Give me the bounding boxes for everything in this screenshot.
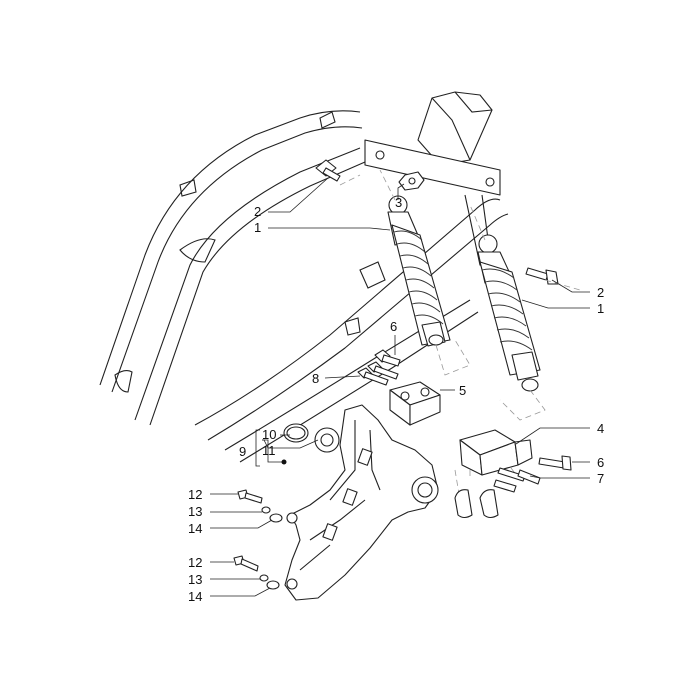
callout-10: 10 bbox=[262, 427, 276, 442]
callout-14-upper: 14 bbox=[188, 521, 202, 536]
callout-5: 5 bbox=[459, 383, 466, 398]
callout-12-lower: 12 bbox=[188, 555, 202, 570]
part-3-nut bbox=[398, 171, 425, 191]
callout-3: 3 bbox=[395, 195, 402, 210]
part-6-bolt-lower bbox=[538, 455, 572, 471]
part-1-shock-absorber-right bbox=[477, 234, 541, 392]
part-12-13-14-upper bbox=[237, 489, 283, 523]
part-12-13-14-lower bbox=[233, 555, 280, 590]
top-mounting-bracket bbox=[364, 91, 501, 196]
part-4-rubber-mount bbox=[459, 429, 533, 476]
callout-1-left: 1 bbox=[254, 220, 261, 235]
callout-6-lower: 6 bbox=[597, 455, 604, 470]
callout-8: 8 bbox=[312, 371, 319, 386]
callout-13-lower: 13 bbox=[188, 572, 202, 587]
callout-7: 7 bbox=[597, 471, 604, 486]
callout-12-upper: 12 bbox=[188, 487, 202, 502]
frame-left-loop bbox=[99, 110, 366, 426]
callout-2-right: 2 bbox=[597, 285, 604, 300]
part-8-bolts bbox=[357, 361, 399, 386]
part-9-swing-arm bbox=[284, 404, 439, 601]
reference-dot bbox=[281, 459, 287, 465]
callout-2-upper-left: 2 bbox=[254, 204, 261, 219]
part-10-circlip bbox=[283, 423, 309, 443]
callout-9: 9 bbox=[239, 444, 246, 459]
part-5-mount-bracket bbox=[389, 381, 441, 426]
callout-14-lower: 14 bbox=[188, 589, 202, 604]
callout-11: 11 bbox=[262, 443, 276, 458]
part-1-shock-absorber-left bbox=[387, 195, 451, 347]
part-2-bolt-left bbox=[315, 159, 341, 182]
group-9-bracket bbox=[255, 429, 260, 467]
callout-6-upper: 6 bbox=[390, 319, 397, 334]
callout-4: 4 bbox=[597, 421, 604, 436]
callout-1-right: 1 bbox=[597, 301, 604, 316]
part-6-bolt-upper bbox=[374, 349, 401, 367]
part-7-bolts bbox=[493, 467, 541, 493]
lower-bushings bbox=[454, 489, 499, 519]
leader-lines bbox=[210, 177, 590, 597]
callout-13-upper: 13 bbox=[188, 504, 202, 519]
callout-labels: 2 1 3 2 1 6 8 5 10 9 11 4 6 7 12 13 14 1… bbox=[188, 195, 604, 604]
part-2-bolt-right bbox=[525, 267, 559, 285]
part-11-bearing bbox=[314, 427, 340, 453]
